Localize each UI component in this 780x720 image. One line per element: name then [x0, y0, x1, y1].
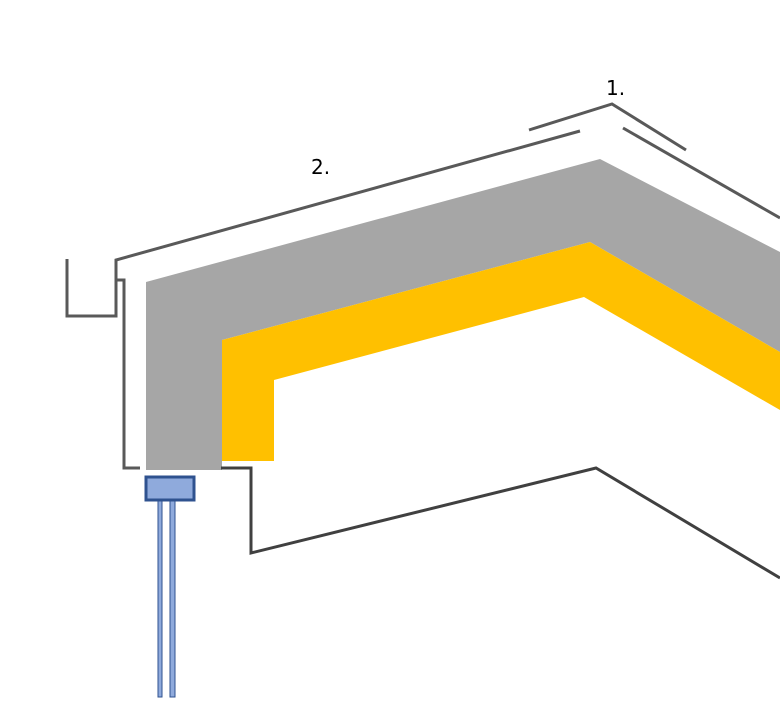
yellow-layer	[222, 242, 780, 461]
ridge-cap-line	[528, 102, 687, 152]
connector-body	[144, 475, 196, 502]
outer-cover-line	[65, 129, 581, 318]
inner-frame-line	[117, 278, 140, 470]
label-2: 2.	[311, 155, 331, 179]
gray-layer	[146, 159, 780, 470]
connector-pin-right	[169, 500, 176, 698]
bottom-boundary-line	[221, 466, 780, 580]
label-1: 1.	[606, 76, 626, 100]
right-cover-line	[622, 126, 780, 220]
connector-pin-left	[157, 500, 163, 698]
